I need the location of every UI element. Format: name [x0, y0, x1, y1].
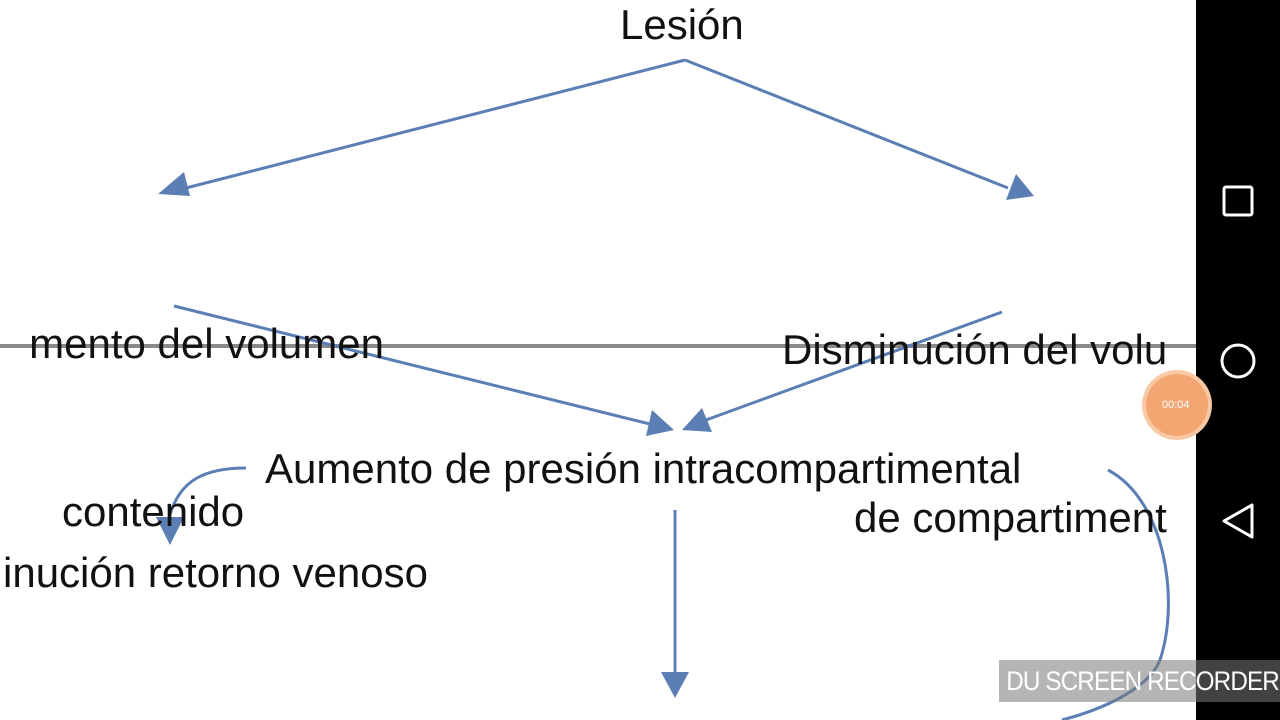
square-icon[interactable]	[1214, 177, 1262, 225]
watermark-du-screen-recorder: DU SCREEN RECORDER	[999, 660, 1280, 702]
square-icon-glyph	[1222, 185, 1254, 217]
arrow-presion-to-retorno	[168, 466, 247, 516]
arrow-disminucion-to-presion	[705, 310, 1003, 422]
record-timer-bubble[interactable]: 00:04	[1146, 374, 1208, 436]
arrow-lesion-to-aumento	[185, 58, 686, 190]
arrow-presion-right-curve	[1061, 468, 1170, 720]
arrowhead-lesion-left	[158, 172, 190, 196]
node-retorno-venoso: inución retorno venoso	[3, 549, 428, 596]
node-disminucion-volumen: Disminución del volu de compartiment	[782, 210, 1167, 658]
node-presion-intracompartimental: Aumento de presión intracompartimental	[265, 445, 1022, 492]
arrow-lesion-to-disminucion	[684, 58, 1009, 190]
android-nav-bar	[1196, 0, 1280, 720]
arrowhead-lesion-right	[1006, 174, 1034, 200]
arrowhead-presion-retorno	[156, 517, 184, 545]
triangle-back-icon-glyph	[1222, 503, 1254, 539]
arrowhead-disminucion-presion	[682, 408, 712, 432]
node-aumento-volumen: mento del volumen contenido	[0, 204, 384, 652]
node-aumento-volumen-line2: contenido	[62, 488, 245, 535]
node-lesion: Lesión	[620, 1, 744, 48]
node-disminucion-volumen-line2: de compartiment	[854, 494, 1167, 541]
circle-icon-glyph	[1220, 343, 1256, 379]
arrowhead-aumento-presion	[646, 410, 674, 436]
circle-icon[interactable]	[1214, 337, 1262, 385]
node-disminucion-volumen-line1: Disminución del volu	[782, 326, 1168, 373]
triangle-back-icon[interactable]	[1214, 497, 1262, 545]
node-aumento-volumen-line1: mento del volumen	[29, 320, 384, 367]
arrow-aumento-to-presion	[173, 304, 651, 426]
arrowhead-presion-down	[661, 672, 689, 698]
